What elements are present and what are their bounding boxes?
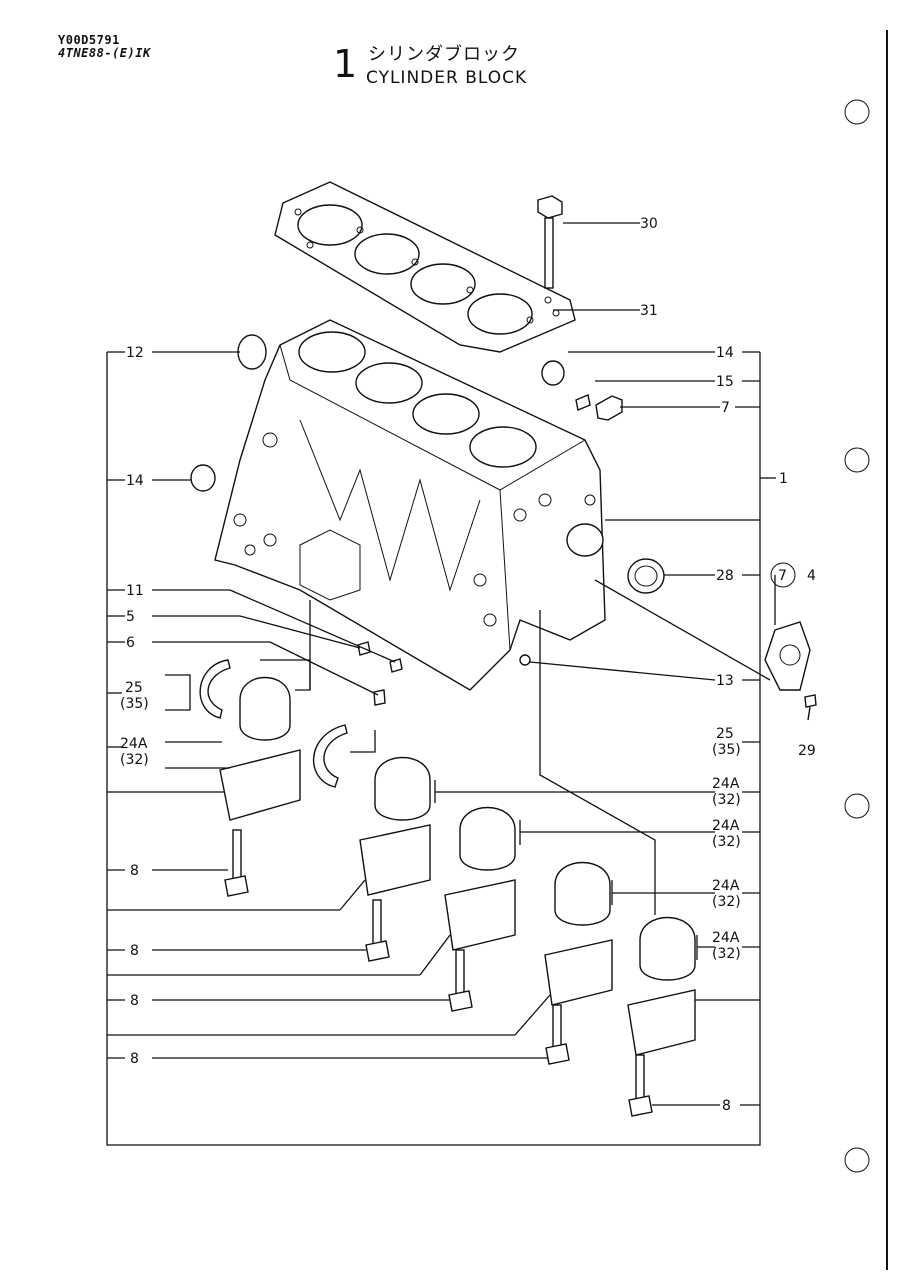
head-bolt-30-part: [537, 195, 563, 289]
cover-plate-4-part: [764, 621, 811, 691]
punch-hole: [844, 447, 870, 473]
callout-8-e: 8: [722, 1098, 731, 1114]
callout-24A-2: 24A: [712, 776, 740, 792]
callout-25-left: 25: [125, 680, 143, 696]
section-number: 1: [333, 42, 358, 86]
callout-32-first: (32): [120, 752, 149, 768]
callout-7: 7: [721, 400, 730, 416]
callout-24A-5: 24A: [712, 930, 740, 946]
punch-hole: [844, 99, 870, 125]
callout-32-5: (32): [712, 946, 741, 962]
dowel-13-part: [519, 654, 531, 666]
callout-30: 30: [640, 216, 658, 232]
punch-hole: [844, 1147, 870, 1173]
oil-seal-28-part: [627, 558, 665, 594]
section-title-english: CYLINDER BLOCK: [366, 68, 528, 88]
callout-11: 11: [126, 583, 144, 599]
callout-35-left: (35): [120, 696, 149, 712]
section-title-japanese: シリンダブロック: [368, 44, 520, 65]
punch-hole: [844, 793, 870, 819]
head-gasket-part: [274, 181, 576, 353]
callout-6: 6: [126, 635, 135, 651]
callout-32-4: (32): [712, 894, 741, 910]
plug-7-part: [595, 395, 623, 421]
callout-32-2: (32): [712, 792, 741, 808]
callout-13: 13: [716, 673, 734, 689]
thrust-washer-left-part: [199, 659, 231, 719]
callout-31: 31: [640, 303, 658, 319]
document-code: Y00D5791: [58, 33, 120, 47]
callout-circle-7: [770, 562, 796, 588]
callout-8-a: 8: [130, 863, 139, 879]
callout-29: 29: [798, 743, 816, 759]
main-bearing-3-part: [444, 806, 516, 1012]
callout-14-right: 14: [716, 345, 734, 361]
assembly-bracket-frame: [106, 352, 761, 1146]
callout-8-d: 8: [130, 1051, 139, 1067]
cylinder-block-part: [214, 319, 606, 691]
bolt-29-part: [804, 694, 817, 721]
callout-5: 5: [126, 609, 135, 625]
plug-14-right-part: [541, 360, 565, 386]
thrust-washer-right-part: [312, 724, 348, 788]
callout-4: 4: [807, 568, 816, 584]
main-bearing-4-part: [544, 861, 613, 1065]
callout-15: 15: [716, 374, 734, 390]
callout-32-3: (32): [712, 834, 741, 850]
callout-28: 28: [716, 568, 734, 584]
callout-35-right: (35): [712, 742, 741, 758]
callout-12: 12: [126, 345, 144, 361]
plug-11-part: [389, 658, 403, 673]
callout-7-circled: 7: [778, 568, 787, 584]
main-bearing-5-part: [627, 916, 696, 1117]
engine-model: 4TNE88-(E)IK: [58, 46, 151, 60]
callout-1: 1: [779, 471, 788, 487]
callout-8-b: 8: [130, 943, 139, 959]
main-bearing-1-part: [219, 676, 301, 897]
callout-24A-3: 24A: [712, 818, 740, 834]
callout-8-c: 8: [130, 993, 139, 1009]
callout-24A-first: 24A: [120, 736, 148, 752]
main-bearing-2-part: [359, 756, 431, 962]
plug-12-part: [237, 334, 267, 370]
callout-25-right: 25: [716, 726, 734, 742]
callout-14-left: 14: [126, 473, 144, 489]
callout-24A-4: 24A: [712, 878, 740, 894]
plug-15-part: [575, 394, 591, 411]
plug-6-part: [373, 689, 386, 706]
plug-14-left-part: [190, 464, 216, 492]
